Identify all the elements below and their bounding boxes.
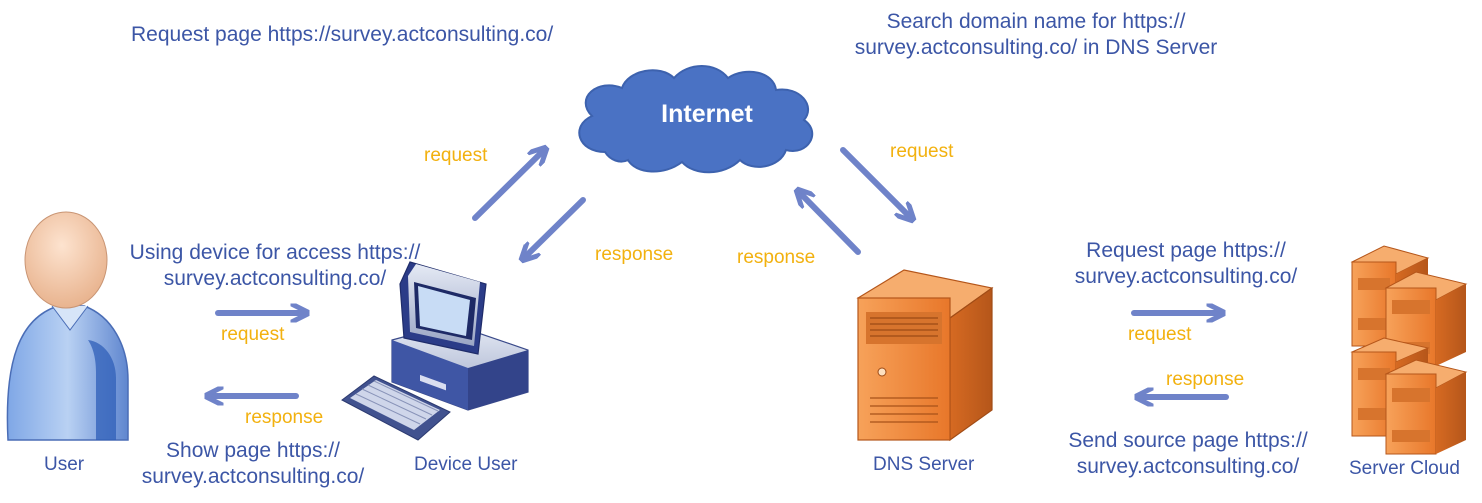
annotation-show-page-line2: survey.actconsulting.co/ [141, 465, 365, 489]
user-icon [6, 211, 129, 441]
label-response-server-dns: response [1166, 369, 1245, 390]
label-response-dns-internet: response [737, 247, 816, 268]
node-label-device-user: Device User [414, 454, 518, 475]
node-label-user: User [44, 454, 85, 475]
label-request-dns-server: request [1128, 324, 1192, 345]
node-label-dns-server: DNS Server [873, 454, 975, 475]
annotation-request-server: Request page https:// survey.actconsulti… [1056, 238, 1316, 291]
label-response-internet-pc: response [595, 244, 674, 265]
label-request-internet-dns: request [890, 141, 954, 162]
annotation-search-dns: Search domain name for https:// survey.a… [846, 9, 1226, 62]
label-response-pc-user: response [245, 407, 324, 428]
annotation-using-device-line2: survey.actconsulting.co/ [163, 267, 387, 291]
annotation-show-page: Show page https:// survey.actconsulting.… [128, 438, 378, 491]
arrow-request-pc-internet [472, 152, 542, 221]
annotation-using-device: Using device for access https:// survey.… [116, 240, 434, 293]
annotation-request-server-line1: Request page https:// [1086, 239, 1286, 262]
arrows [212, 147, 1229, 397]
annotation-show-page-line1: Show page https:// [166, 439, 340, 462]
internet-cloud-label: Internet [661, 100, 753, 128]
arrow-request-internet-dns [840, 147, 909, 216]
annotation-send-source: Send source page https:// survey.actcons… [1052, 428, 1324, 481]
internet-cloud [578, 65, 814, 174]
server-unit-front-bottom [1384, 359, 1468, 455]
arrow-response-dns-internet [801, 194, 861, 255]
dns-server-icon [856, 269, 994, 442]
annotation-request-server-line2: survey.actconsulting.co/ [1074, 265, 1298, 289]
annotation-search-dns-line2: survey.actconsulting.co/ in DNS Server [854, 36, 1218, 60]
label-request-pc-internet: request [424, 145, 488, 166]
annotation-send-source-line2: survey.actconsulting.co/ [1076, 455, 1300, 479]
annotation-send-source-line1: Send source page https:// [1068, 429, 1308, 452]
desktop-computer-icon [341, 261, 529, 441]
arrow-response-internet-pc [526, 197, 586, 256]
annotation-using-device-line1: Using device for access https:// [129, 241, 421, 264]
annotation-request-page-internet: Request page https://survey.actconsultin… [131, 23, 554, 46]
annotation-search-dns-line1: Search domain name for https:// [886, 10, 1186, 33]
server-cluster-icon [1350, 245, 1468, 455]
label-request-user-pc: request [221, 324, 285, 345]
node-label-server-cloud: Server Cloud [1349, 458, 1460, 479]
